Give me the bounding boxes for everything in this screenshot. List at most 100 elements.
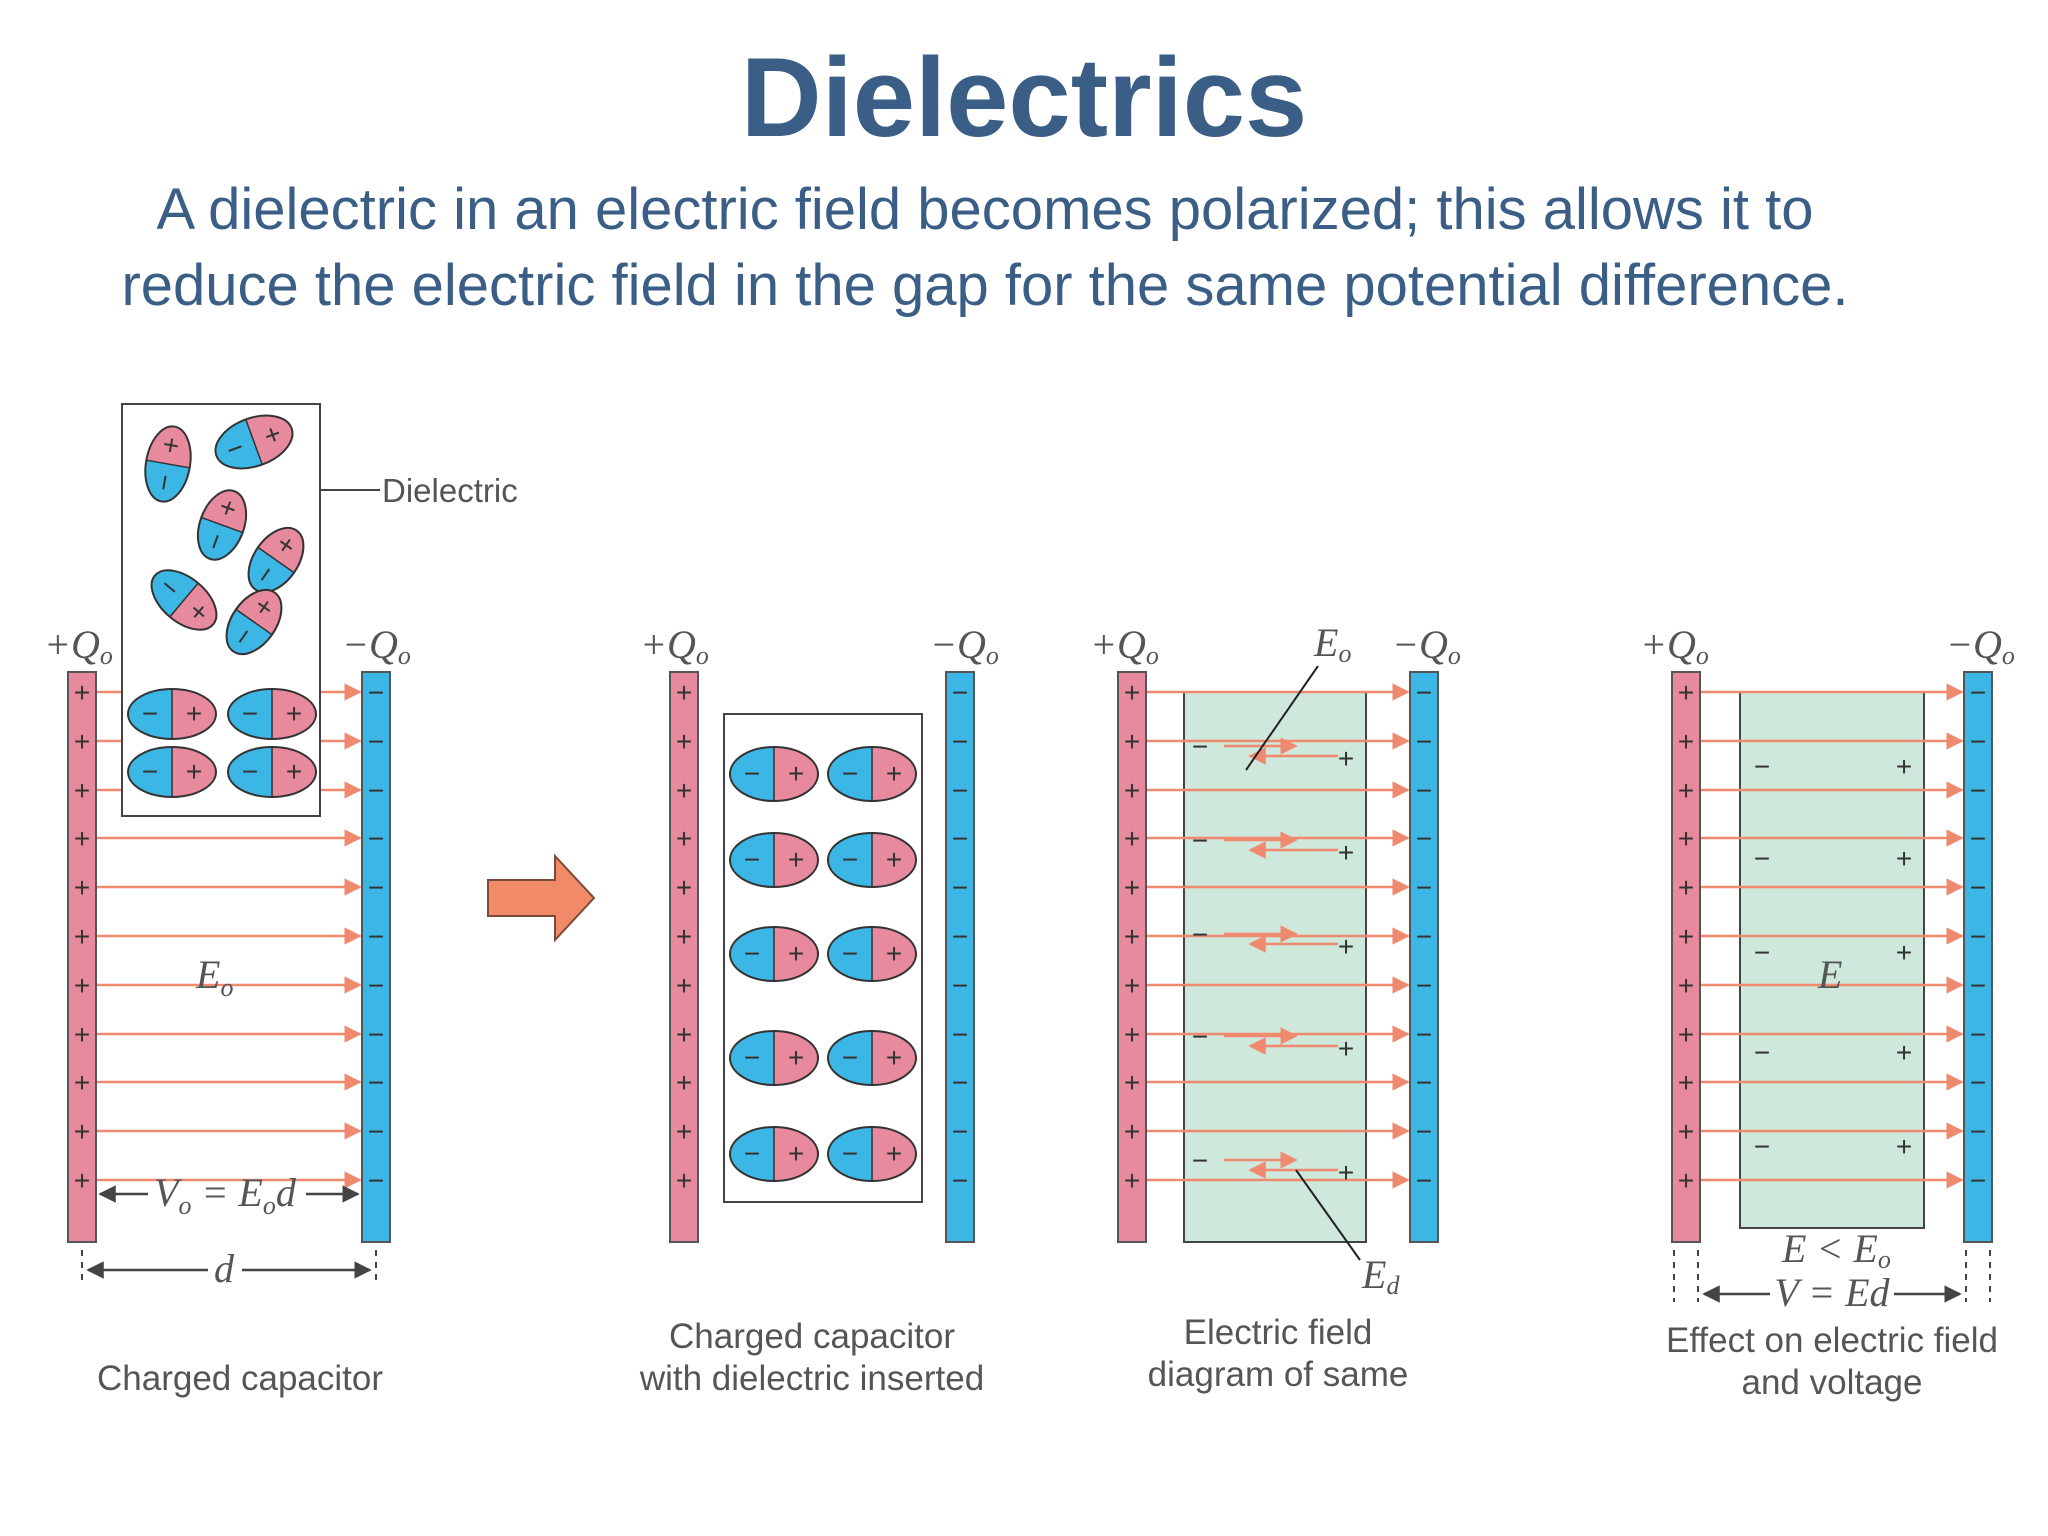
plate-minus-sign: − [1970,1165,1986,1196]
dipole-positive-half [774,1031,818,1085]
dipole: −+ [729,1126,819,1182]
plate-plus-sign: + [1124,1165,1140,1196]
dipole: −+ [227,746,317,798]
panel-d-field-label: E [1817,952,1842,997]
surface-minus-sign: − [1754,1131,1770,1162]
plate-minus-sign: − [1970,1019,1986,1050]
plate-plus-sign: + [1124,1019,1140,1050]
induced-plus-sign: + [1338,1033,1354,1064]
panel-d-dielectric-slab [1739,691,1925,1229]
plate-minus-sign: − [1970,726,1986,757]
dipole-positive-half [774,1127,818,1181]
dipole: −+ [127,688,217,740]
panel-b-plus-charge: +Qo [640,622,709,670]
surface-plus-sign: + [1896,843,1912,874]
panel-b-aligned-dipoles: −+−+−+−+−+−+−+−+−+−+ [729,746,917,1182]
plate-minus-sign: − [952,775,968,806]
plate-plus-sign: + [676,726,692,757]
dipole-negative-half [730,1031,774,1085]
plate-plus-sign: + [74,1116,90,1147]
panel-d-positive-plate [1671,671,1701,1243]
dipole-negative-half [145,460,190,502]
dipole: −+ [214,414,294,470]
panel-c-field-label: Eo [1313,620,1351,668]
plate-plus-sign: + [676,1165,692,1196]
plate-minus-sign: − [1416,1019,1432,1050]
panel-a-minus-charge: −Qo [342,622,411,670]
plate-minus-sign: − [1970,1116,1986,1147]
dipole-positive-half [146,426,191,468]
panel-c-field-lines [1146,683,1410,1189]
panel-b-plate-plus-signs: +++++++++++ [676,677,692,1196]
plate-minus-sign: − [368,872,384,903]
plate-plus-sign: + [1124,1067,1140,1098]
surface-minus-sign: − [1754,1037,1770,1068]
dipole-positive-half [257,527,304,573]
plate-plus-sign: + [74,1019,90,1050]
panel-d-inequality-label: E < Eo [1781,1226,1891,1274]
plate-minus-sign: − [368,1165,384,1196]
dipole-plus-sign: + [886,844,902,875]
panel-c-electric-field-diagram: −+−+−+−+−+ +++++++++++ −−−−−−−−−−− +Qo −… [1090,620,1461,1394]
dipole-negative-half [828,747,872,801]
plate-minus-sign: − [1416,823,1432,854]
dipole-divider [257,546,295,574]
plate-plus-sign: + [1124,775,1140,806]
plate-minus-sign: − [952,1165,968,1196]
plate-plus-sign: + [676,1067,692,1098]
panel-c-positive-plate [1117,671,1147,1243]
surface-minus-sign: − [1754,937,1770,968]
surface-plus-sign: + [1896,937,1912,968]
plate-plus-sign: + [676,872,692,903]
panel-d-field-lines [1700,683,1964,1189]
plate-minus-sign: − [952,1116,968,1147]
surface-plus-sign: + [1896,1131,1912,1162]
dipole-plus-sign: + [286,698,302,729]
dipole-negative-half [228,689,272,739]
dipole: −+ [729,832,819,888]
dipole: −+ [247,526,305,594]
dipole: −+ [196,489,248,561]
plate-minus-sign: − [368,726,384,757]
dipole-minus-sign: − [242,698,258,729]
dipole-positive-half [872,1031,916,1085]
panel-a-dielectric-label: Dielectric [382,472,518,509]
dipole-divider [201,516,243,534]
dipole-minus-sign: − [744,758,760,789]
dipole-negative-half [248,547,295,593]
plate-minus-sign: − [952,677,968,708]
dipole-negative-half [151,570,199,617]
dipole-positive-half [872,1127,916,1181]
panel-a-field-label: Eo [195,952,233,1002]
dipole: −+ [827,926,917,982]
panel-a-plus-charge: +Qo [44,622,113,670]
panel-d-caption-line2: and voltage [1742,1363,1923,1402]
dipole-negative-half [730,833,774,887]
dipole-positive-half [774,927,818,981]
dipole-minus-sign: − [744,1138,760,1169]
dipole-divider [245,419,263,465]
plate-plus-sign: + [1678,1165,1694,1196]
dipole-minus-sign: − [842,758,858,789]
panel-c-dipole-field-leader [1295,1169,1361,1261]
plate-plus-sign: + [74,726,90,757]
plate-plus-sign: + [1678,921,1694,952]
dipole-positive-half [245,415,293,465]
dipole: −+ [729,746,819,802]
plate-plus-sign: + [1124,677,1140,708]
plate-plus-sign: + [1678,823,1694,854]
dipole-plus-sign: + [788,758,804,789]
plate-plus-sign: + [1124,921,1140,952]
surface-minus-sign: − [1754,843,1770,874]
plate-minus-sign: − [368,1019,384,1050]
plate-minus-sign: − [368,775,384,806]
dipole-minus-sign: − [744,938,760,969]
plate-plus-sign: + [676,677,692,708]
plate-plus-sign: + [1678,726,1694,757]
plate-minus-sign: − [1416,872,1432,903]
panel-d-induced-surface-charges: −+−+−+−+−+ [1754,751,1912,1162]
plate-plus-sign: + [1124,823,1140,854]
dipole-minus-sign: − [842,1138,858,1169]
dipole: −+ [227,688,317,740]
induced-plus-sign: + [1338,837,1354,868]
